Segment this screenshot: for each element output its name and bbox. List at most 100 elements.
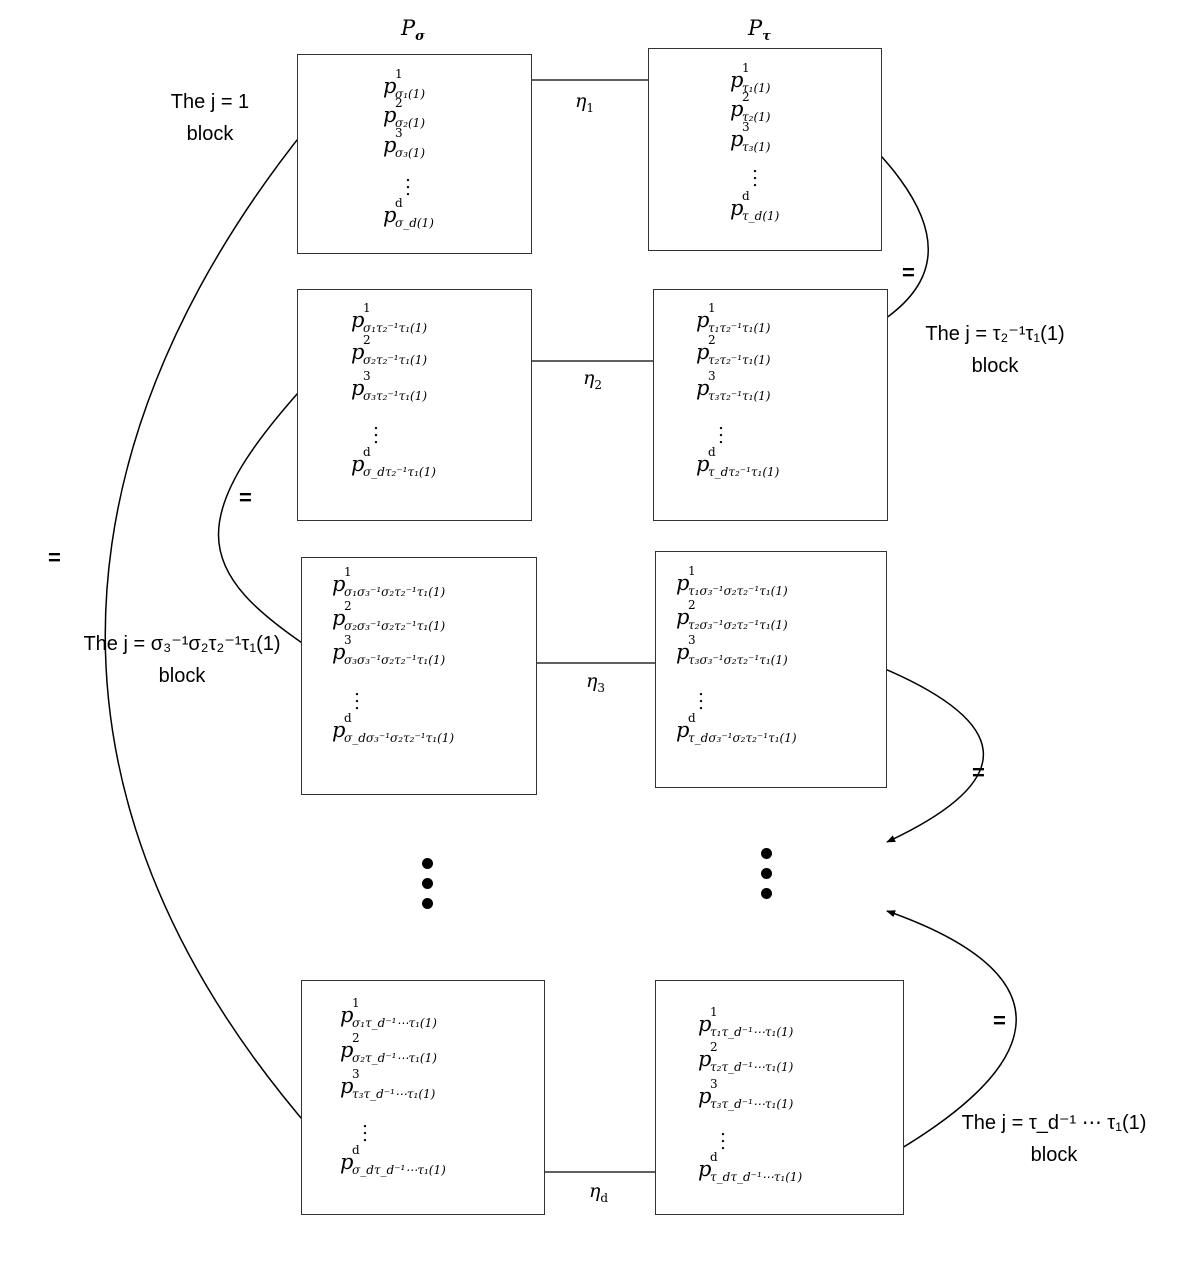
entry-superscript: 2 — [710, 1040, 718, 1054]
entry-base: p — [676, 605, 690, 629]
entry-subscript: σ_dτ_d⁻¹⋯τ₁(1) — [352, 1163, 446, 1177]
equals-sign-right-mid: = — [972, 760, 985, 785]
entry-superscript: d — [352, 1143, 360, 1157]
entry-superscript: d — [710, 1150, 718, 1164]
entry-superscript: 3 — [742, 120, 750, 134]
equals-sign-left-mid: = — [239, 485, 252, 510]
left-mid-equality-curve — [217, 354, 334, 656]
left-continuation-dot-2 — [422, 878, 433, 889]
entry-base: p — [730, 196, 744, 220]
entry-subscript: τ_dσ₃⁻¹σ₂τ₂⁻¹τ₁(1) — [688, 731, 797, 745]
entry-subscript: τ₂τ₂⁻¹τ₁(1) — [708, 353, 771, 367]
entry-subscript: σ₃(1) — [395, 146, 425, 160]
p-tau-header: Pτ — [748, 16, 771, 44]
annotation-j-tau: The j = τ₂⁻¹τ₁(1) block — [905, 318, 1085, 382]
entry-subscript: τ₃σ₃⁻¹σ₂τ₂⁻¹τ₁(1) — [688, 653, 788, 667]
entry-base: p — [351, 308, 365, 332]
block1-left-box — [297, 54, 532, 254]
entry-base: p — [340, 1003, 354, 1027]
vertical-ellipsis: ... — [362, 1111, 368, 1146]
right-continuation-dot-1 — [761, 848, 772, 859]
entry-superscript: 3 — [710, 1077, 718, 1091]
entry-subscript: σ_dσ₃⁻¹σ₂τ₂⁻¹τ₁(1) — [344, 731, 455, 745]
entry-base: p — [676, 640, 690, 664]
entry-superscript: 1 — [395, 67, 403, 81]
annotation-j-d-line1: The j = τ_d⁻¹ ⋯ τ₁(1) — [961, 1112, 1147, 1134]
entry-subscript: τ₃τ₂⁻¹τ₁(1) — [708, 389, 771, 403]
entry-subscript: τ₃(1) — [742, 140, 771, 154]
vertical-ellipsis: ... — [354, 679, 360, 714]
entry-superscript: 3 — [344, 633, 352, 647]
entry-base: p — [698, 1084, 712, 1108]
entry-subscript: τ₂σ₃⁻¹σ₂τ₂⁻¹τ₁(1) — [688, 618, 788, 632]
entry-superscript: d — [363, 445, 371, 459]
left-continuation-dot-3 — [422, 898, 433, 909]
entry-base: p — [332, 640, 346, 664]
entry-subscript: σ₃τ₂⁻¹τ₁(1) — [363, 389, 428, 403]
block2-right-box — [653, 289, 888, 521]
entry-superscript: 1 — [710, 1005, 718, 1019]
entry-superscript: d — [395, 196, 403, 210]
p-sigma-header: Pσ — [401, 16, 425, 44]
left-continuation-dot-1 — [422, 858, 433, 869]
vertical-ellipsis: ... — [698, 679, 704, 714]
vertical-ellipsis: ... — [718, 413, 724, 448]
entry-subscript: τ₃τ_d⁻¹⋯τ₁(1) — [352, 1087, 436, 1101]
block2-left-box — [297, 289, 532, 521]
entry-superscript: 1 — [344, 565, 352, 579]
entry-base: p — [383, 133, 397, 157]
vertical-ellipsis: ... — [720, 1119, 726, 1154]
left-long-equality-curve — [104, 68, 358, 1133]
entry-subscript: τ_dτ₂⁻¹τ₁(1) — [708, 465, 780, 479]
block3-left-box — [301, 557, 537, 795]
entry-superscript: 3 — [352, 1067, 360, 1081]
p-sigma-sub: σ — [415, 29, 425, 45]
entry-base: p — [698, 1157, 712, 1181]
block4-left-box — [301, 980, 545, 1215]
entry-base: p — [383, 203, 397, 227]
entry-subscript: σ₁σ₃⁻¹σ₂τ₂⁻¹τ₁(1) — [344, 585, 446, 599]
entry-base: p — [332, 718, 346, 742]
entry-base: p — [676, 718, 690, 742]
entry-subscript: σ_dτ₂⁻¹τ₁(1) — [363, 465, 436, 479]
entry-base: p — [351, 340, 365, 364]
entry-subscript: τ₂τ_d⁻¹⋯τ₁(1) — [710, 1060, 794, 1074]
entry-base: p — [332, 606, 346, 630]
entry-base: p — [696, 452, 710, 476]
annotation-j-d-line2: block — [1030, 1144, 1078, 1166]
eta2-label: η2 — [583, 367, 603, 392]
entry-subscript: τ_dτ_d⁻¹⋯τ₁(1) — [710, 1170, 803, 1184]
entry-subscript: σ₁(1) — [395, 87, 425, 101]
entry-base: p — [730, 97, 744, 121]
eta3-label: η3 — [586, 670, 606, 695]
annotation-j1-line2: block — [186, 123, 234, 145]
entry-superscript: 3 — [395, 126, 403, 140]
entry-superscript: d — [344, 711, 352, 725]
entry-superscript: 2 — [352, 1031, 360, 1045]
annotation-j-d: The j = τ_d⁻¹ ⋯ τ₁(1) block — [948, 1107, 1160, 1171]
entry-superscript: d — [688, 711, 696, 725]
entry-subscript: σ_d(1) — [395, 216, 434, 230]
entry-superscript: 2 — [344, 599, 352, 613]
entry-subscript: τ₂(1) — [742, 110, 771, 124]
entry-base: p — [332, 572, 346, 596]
equals-sign-right-top: = — [902, 260, 915, 285]
entry-base: p — [696, 340, 710, 364]
entry-superscript: d — [742, 189, 750, 203]
entry-subscript: τ₁σ₃⁻¹σ₂τ₂⁻¹τ₁(1) — [688, 584, 788, 598]
